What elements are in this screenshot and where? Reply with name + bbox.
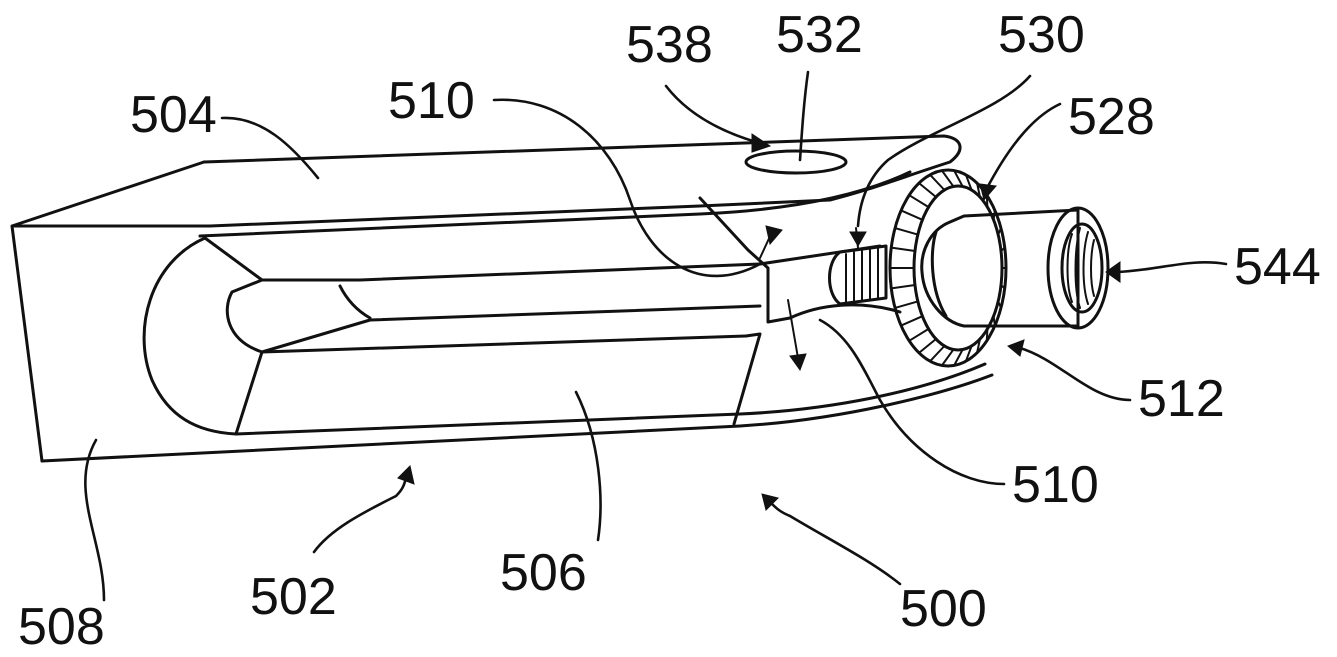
ref-510-bottom: 510 bbox=[1012, 456, 1099, 514]
washer-tooth bbox=[987, 329, 988, 341]
rod-upper bbox=[262, 264, 760, 280]
ref-532: 532 bbox=[776, 6, 863, 64]
washer-tooth bbox=[919, 183, 936, 197]
leader-500 bbox=[770, 502, 900, 584]
washer-tooth bbox=[901, 210, 922, 219]
washer-tooth bbox=[895, 301, 918, 308]
leader-510-top bbox=[494, 100, 760, 276]
clip-lower-lines bbox=[734, 334, 760, 424]
top-slot bbox=[746, 151, 846, 173]
washer-tooth bbox=[891, 285, 915, 288]
channel-left-arc bbox=[144, 238, 236, 434]
leader-528 bbox=[986, 104, 1060, 190]
slot-ellipse bbox=[746, 151, 846, 173]
leader-532 bbox=[800, 72, 808, 160]
ref-512: 512 bbox=[1138, 370, 1225, 428]
washer-tooth bbox=[895, 228, 918, 235]
washer-tooth bbox=[942, 171, 954, 187]
channel-facet-lines bbox=[205, 238, 262, 434]
rod-tip-curve bbox=[340, 286, 370, 318]
leader-504 bbox=[222, 118, 318, 178]
leader-502 bbox=[314, 478, 406, 552]
leader-544 bbox=[1118, 262, 1226, 272]
stud-threads bbox=[846, 248, 878, 302]
reference-numerals: 538 532 530 504 510 528 544 512 510 506 … bbox=[18, 6, 1321, 656]
leader-502-head-icon bbox=[398, 466, 414, 484]
arrow-530-head-icon bbox=[850, 232, 866, 246]
upper-inner-edge bbox=[200, 172, 910, 236]
washer-tooth bbox=[994, 316, 995, 325]
ref-528: 528 bbox=[1068, 88, 1155, 146]
lower-inner-edge bbox=[236, 364, 985, 434]
washer-tooth bbox=[901, 316, 922, 325]
channel-lower-line bbox=[262, 336, 746, 352]
washer-tooth bbox=[891, 248, 915, 251]
washer-tooth bbox=[909, 195, 928, 207]
ref-500: 500 bbox=[900, 580, 987, 638]
nut-bore-threads bbox=[1068, 228, 1095, 308]
leader-506 bbox=[576, 392, 600, 540]
leader-508 bbox=[85, 440, 104, 600]
serrated-washer bbox=[890, 170, 1006, 366]
arrow-down-head-icon bbox=[790, 354, 806, 370]
washer-tooth bbox=[930, 175, 944, 190]
washer-tooth bbox=[919, 339, 936, 353]
upper-surface-outline bbox=[204, 136, 960, 226]
leader-lines bbox=[85, 72, 1226, 600]
leader-512 bbox=[1020, 348, 1130, 400]
ref-530: 530 bbox=[998, 6, 1085, 64]
washer-tooth bbox=[942, 350, 954, 366]
arrow-down-shaft bbox=[788, 300, 798, 358]
leader-538 bbox=[666, 86, 756, 142]
ref-538: 538 bbox=[626, 16, 713, 74]
leader-530 bbox=[858, 76, 1030, 226]
washer-tooth bbox=[909, 329, 928, 341]
ref-504: 504 bbox=[130, 86, 217, 144]
washer-tooth bbox=[998, 301, 1001, 308]
ref-544: 544 bbox=[1234, 238, 1321, 296]
washer-tooth bbox=[998, 228, 1001, 235]
threaded-stud bbox=[830, 246, 887, 304]
leader-512-head-icon bbox=[1008, 340, 1024, 356]
washer-tooth bbox=[930, 346, 944, 361]
ref-508: 508 bbox=[18, 598, 105, 656]
ref-506: 506 bbox=[500, 544, 587, 602]
ref-510-top: 510 bbox=[388, 72, 475, 130]
ref-502: 502 bbox=[250, 568, 337, 626]
cylindrical-nut bbox=[922, 208, 1108, 328]
